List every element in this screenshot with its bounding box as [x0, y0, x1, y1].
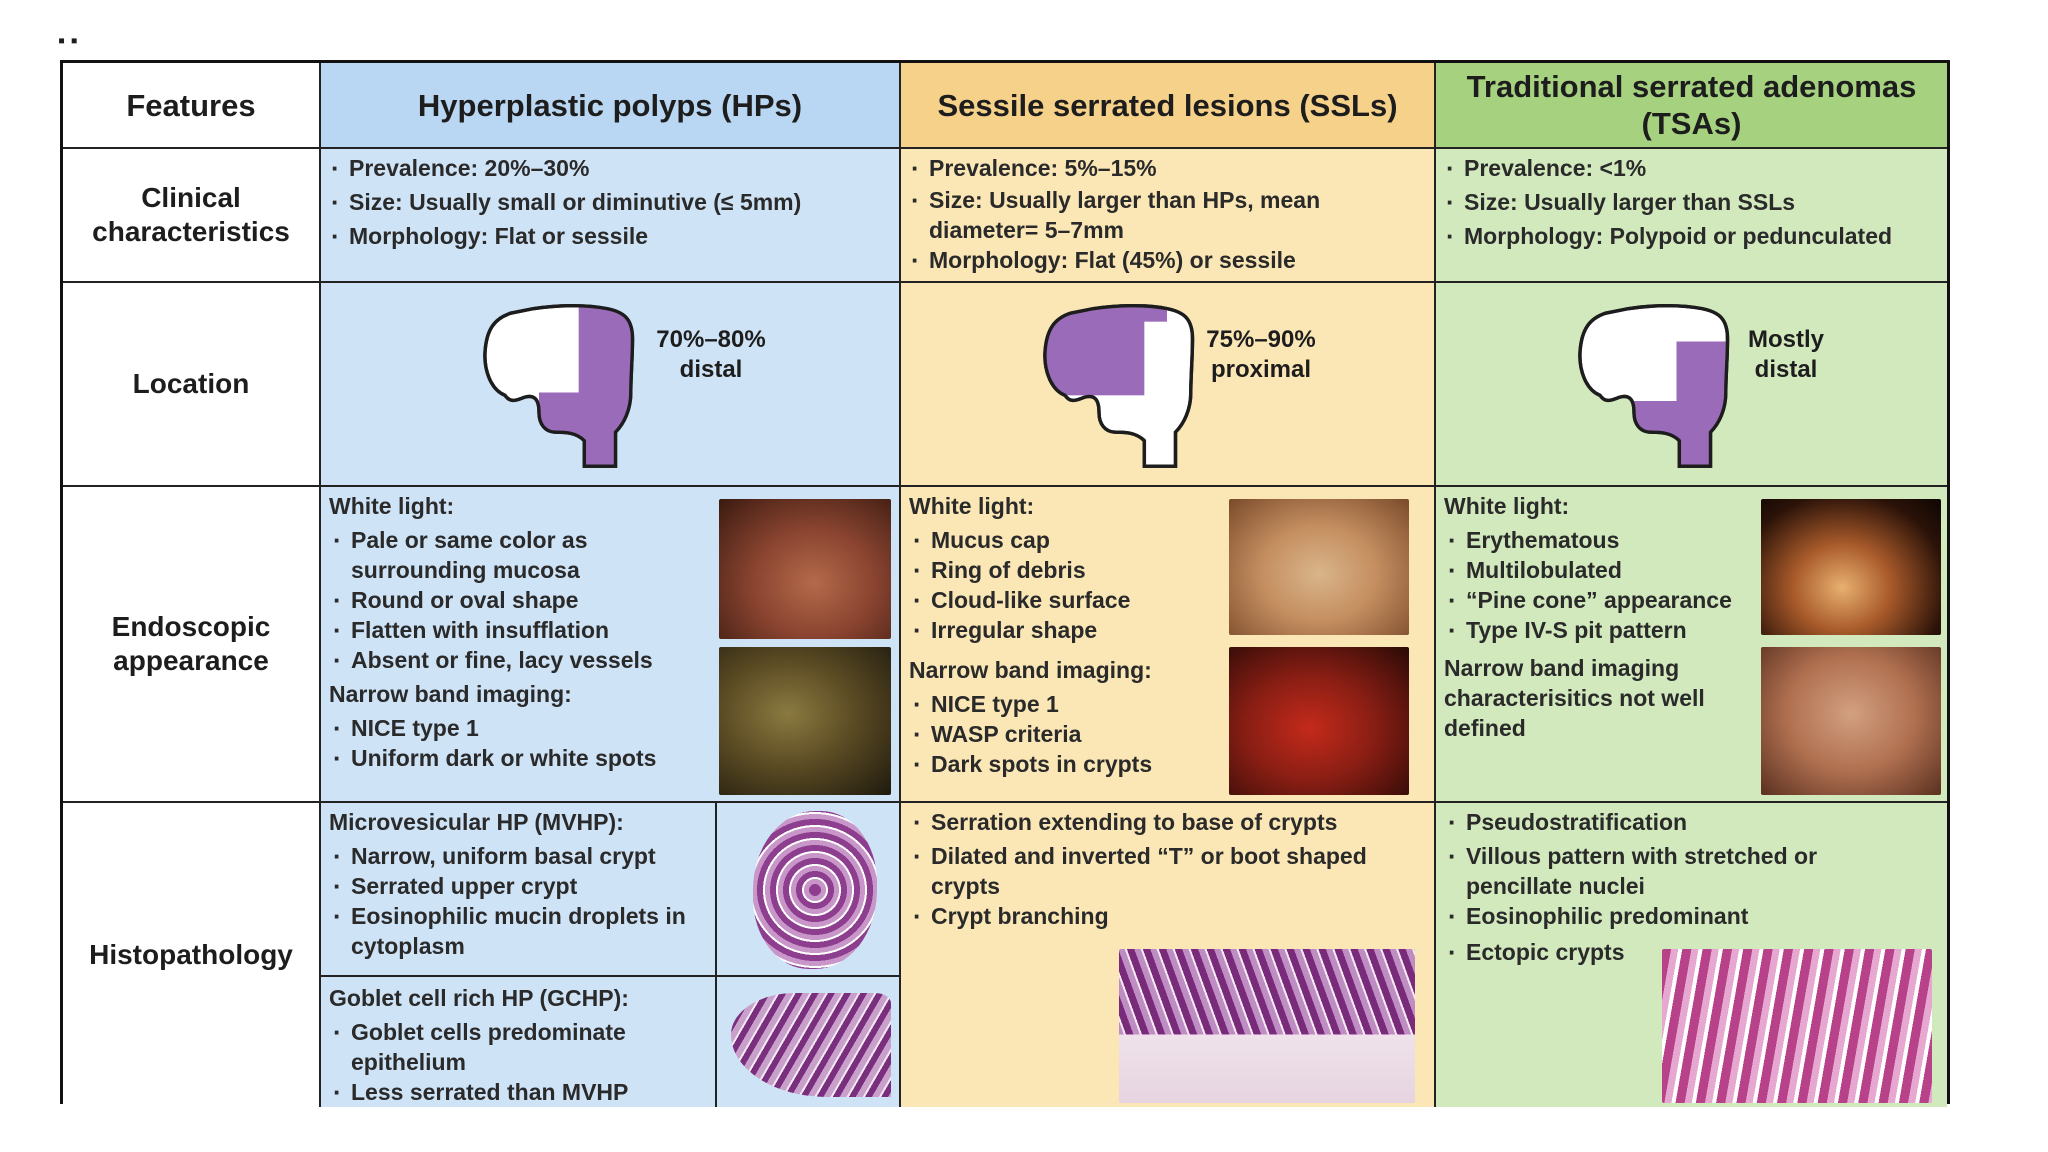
endoscopic-hp-wl-item: Flatten with insufflation: [329, 615, 719, 645]
histo-tsa-item: Villous pattern with stretched or pencil…: [1444, 841, 1896, 901]
histo-hp-mv-item: Narrow, uniform basal crypt: [329, 841, 725, 871]
row-label-histopathology: Histopathology: [63, 803, 321, 1107]
location-ssl-where: proximal: [1210, 356, 1312, 383]
location-ssl: 75%–90% proximal: [901, 283, 1436, 487]
header-features: Features: [63, 63, 321, 149]
histology-tsa-image: [1662, 949, 1932, 1103]
header-hp: Hyperplastic polyps (HPs): [321, 63, 901, 149]
colon-diagram-distal-icon: [483, 303, 635, 468]
row-label-location: Location: [63, 283, 321, 487]
endoscopic-ssl-nbi-title: Narrow band imaging:: [909, 657, 1152, 683]
endoscopic-tsa-wl-item: Erythematous: [1444, 525, 1764, 555]
clinical-tsa-item: Prevalence: <1%: [1442, 153, 1947, 183]
endoscopic-ssl-nbi-item: WASP criteria: [909, 719, 1229, 749]
location-hp: 70%–80% distal: [321, 283, 901, 487]
histo-hp-divider: [321, 975, 899, 977]
histo-hp: Microvesicular HP (MVHP): Narrow, unifor…: [321, 803, 901, 1107]
endoscopic-ssl: White light: Mucus cap Ring of debris Cl…: [901, 487, 1436, 803]
clinical-tsa: Prevalence: <1% Size: Usually larger tha…: [1436, 149, 1947, 283]
row-label-clinical: Clinical characteristics: [63, 149, 321, 283]
histo-hp-image-divider: [715, 803, 717, 1107]
histo-hp-gc-item: Goblet cells predominate epithelium: [329, 1017, 709, 1077]
location-hp-percent: 70%–80%: [656, 326, 766, 353]
clinical-ssl-item: Size: Usually larger than HPs, mean diam…: [907, 185, 1407, 245]
histo-tsa: Pseudostratification Villous pattern wit…: [1436, 803, 1947, 1107]
clinical-tsa-item: Size: Usually larger than SSLs: [1442, 187, 1947, 217]
histo-tsa-item: Eosinophilic predominant: [1444, 901, 1944, 931]
clinical-hp-item: Size: Usually small or diminutive (≤ 5mm…: [327, 187, 897, 217]
header-tsa: Traditional serrated adenomas (TSAs): [1436, 63, 1947, 149]
clinical-hp: Prevalence: 20%–30% Size: Usually small …: [321, 149, 901, 283]
endoscopic-hp-nbi-title: Narrow band imaging:: [329, 681, 572, 707]
endoscopy-white-light-image: [719, 499, 891, 639]
endoscopic-hp-wl-item: Pale or same color as surrounding mucosa: [329, 525, 719, 585]
histology-ssl-image: [1119, 949, 1415, 1103]
clinical-ssl-item: Morphology: Flat (45%) or sessile: [907, 245, 1407, 275]
histo-hp-mv-title: Microvesicular HP (MVHP):: [329, 809, 624, 835]
histo-hp-mv-item: Eosinophilic mucin droplets in cytoplasm: [329, 901, 725, 961]
clinical-ssl-item: Prevalence: 5%–15%: [907, 153, 1407, 183]
histo-hp-mv-item: Serrated upper crypt: [329, 871, 725, 901]
histo-ssl-item: Serration extending to base of crypts: [909, 807, 1429, 837]
endoscopic-tsa-wl-item: “Pine cone” appearance: [1444, 585, 1764, 615]
histo-hp-gc-title: Goblet cell rich HP (GCHP):: [329, 985, 629, 1011]
colon-diagram-distal-icon: [1578, 303, 1730, 468]
histo-ssl: Serration extending to base of crypts Di…: [901, 803, 1436, 1107]
clinical-tsa-item: Morphology: Polypoid or pedunculated: [1442, 221, 1947, 251]
location-hp-where: distal: [679, 356, 743, 383]
endoscopic-ssl-wl-title: White light:: [909, 493, 1035, 519]
comparison-table: Features Hyperplastic polyps (HPs) Sessi…: [60, 60, 1950, 1107]
endoscopic-hp: White light: Pale or same color as surro…: [321, 487, 901, 803]
endoscopy-nbi-image: [1229, 647, 1409, 795]
panel-letter: ▪ ▪: [58, 30, 78, 52]
location-tsa-where: distal: [1754, 356, 1818, 383]
endoscopic-ssl-wl-item: Ring of debris: [909, 555, 1229, 585]
histo-hp-gc-item: Less serrated than MVHP: [329, 1077, 709, 1107]
histo-ssl-item: Crypt branching: [909, 901, 1429, 931]
endoscopic-hp-nbi-item: Uniform dark or white spots: [329, 743, 719, 773]
clinical-hp-item: Prevalence: 20%–30%: [327, 153, 897, 183]
location-tsa: Mostly distal: [1436, 283, 1947, 487]
endoscopic-hp-nbi-item: NICE type 1: [329, 713, 719, 743]
header-ssl: Sessile serrated lesions (SSLs): [901, 63, 1436, 149]
clinical-ssl: Prevalence: 5%–15% Size: Usually larger …: [901, 149, 1436, 283]
histo-ssl-item: Dilated and inverted “T” or boot shaped …: [909, 841, 1371, 901]
endoscopic-hp-wl-title: White light:: [329, 493, 455, 519]
endoscopic-tsa-wl-title: White light:: [1444, 493, 1570, 519]
histology-gchp-image: [731, 993, 891, 1097]
endoscopic-ssl-nbi-item: NICE type 1: [909, 689, 1229, 719]
location-ssl-percent: 75%–90%: [1206, 326, 1316, 353]
location-tsa-percent: Mostly: [1747, 326, 1824, 353]
row-label-endoscopic: Endoscopic appearance: [63, 487, 321, 803]
histo-tsa-item: Pseudostratification: [1444, 807, 1944, 837]
endoscopic-hp-wl-item: Absent or fine, lacy vessels: [329, 645, 719, 675]
endoscopy-nbi-image: [719, 647, 891, 795]
endoscopic-ssl-wl-item: Cloud-like surface: [909, 585, 1229, 615]
endoscopy-white-light-image: [1229, 499, 1409, 635]
endoscopic-tsa: White light: Erythematous Multilobulated…: [1436, 487, 1947, 803]
endoscopic-tsa-nbi-note: Narrow band imaging characterisitics not…: [1444, 655, 1705, 741]
histo-tsa-item: Ectopic crypts: [1444, 937, 1944, 967]
endoscopy-second-image: [1761, 647, 1941, 795]
histology-mvhp-image: [753, 811, 877, 969]
endoscopic-hp-wl-item: Round or oval shape: [329, 585, 719, 615]
colon-diagram-proximal-icon: [1043, 303, 1195, 468]
endoscopic-ssl-wl-item: Irregular shape: [909, 615, 1229, 645]
endoscopic-tsa-wl-item: Multilobulated: [1444, 555, 1764, 585]
endoscopic-tsa-wl-item: Type IV-S pit pattern: [1444, 615, 1764, 645]
endoscopy-white-light-image: [1761, 499, 1941, 635]
endoscopic-ssl-nbi-item: Dark spots in crypts: [909, 749, 1229, 779]
endoscopic-ssl-wl-item: Mucus cap: [909, 525, 1229, 555]
clinical-hp-item: Morphology: Flat or sessile: [327, 221, 897, 251]
